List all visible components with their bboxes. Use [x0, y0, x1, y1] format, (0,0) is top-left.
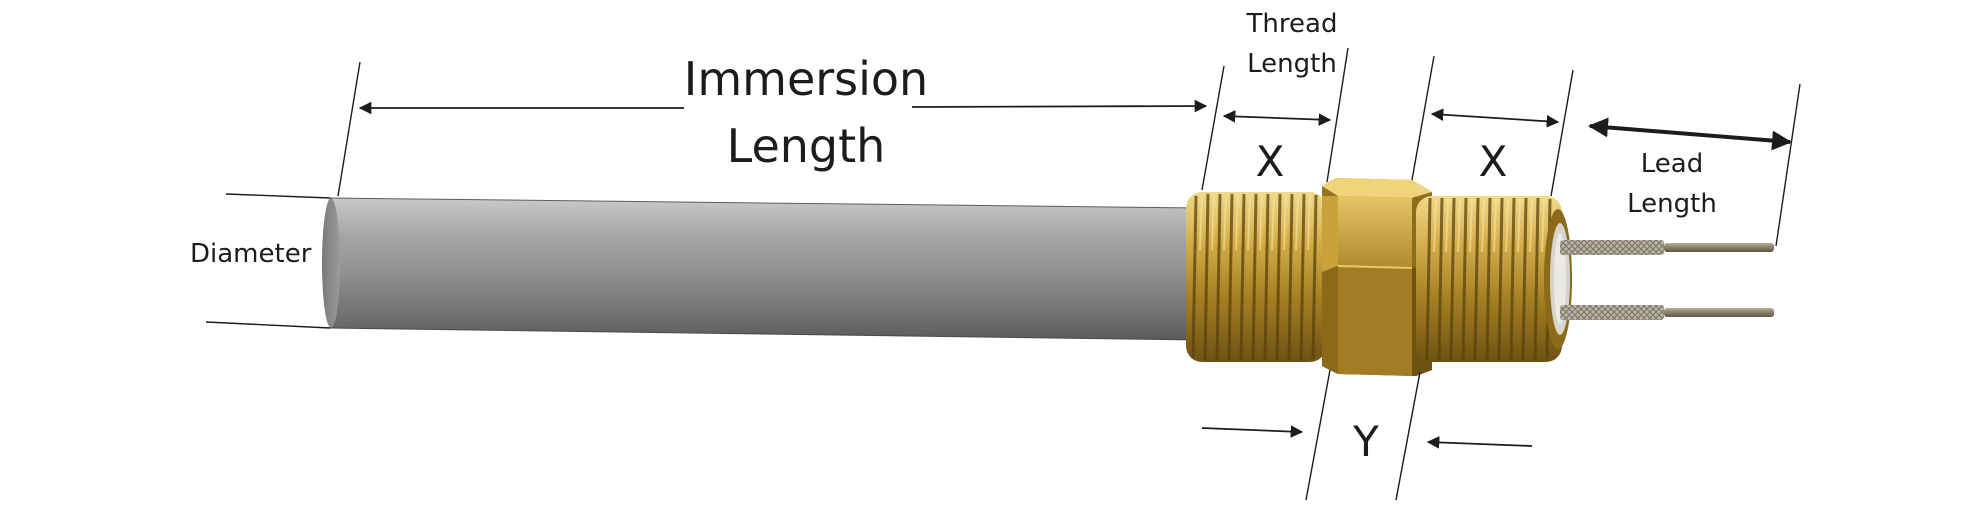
y-right-extension-line — [1395, 371, 1421, 501]
diameter-bottom-extension-line — [205, 321, 331, 329]
y-arrow-left — [1201, 425, 1304, 438]
y-left-extension-line — [1305, 369, 1331, 501]
lead-length-label-line1: Lead — [1641, 149, 1703, 179]
right-x-arrow — [1430, 108, 1560, 128]
y-label: Y — [1352, 417, 1379, 466]
thread-length-label-line1: Thread — [1246, 9, 1338, 39]
immersion-length-label-line1: Immersion — [684, 52, 928, 106]
diameter-label: Diameter — [190, 239, 312, 269]
thread-left-extension-line — [1201, 65, 1225, 191]
immersion-arrow-right — [911, 99, 1208, 113]
right-x-left-extension-line — [1411, 55, 1435, 181]
lead-wires — [1560, 240, 1774, 320]
right-x-label: X — [1479, 137, 1508, 186]
right-thread — [1416, 196, 1572, 362]
thread-right-extension-line — [1326, 47, 1349, 183]
extension-lines — [205, 47, 1801, 501]
thread-length-arrow — [1222, 110, 1332, 126]
diameter-top-extension-line — [225, 193, 331, 199]
immersion-length-label-line2: Length — [727, 119, 886, 173]
lead-length-arrow — [1588, 117, 1792, 151]
immersion-left-extension-line — [337, 61, 361, 197]
thread-length-label-line2: Length — [1247, 49, 1337, 79]
lead-length-label-line2: Length — [1627, 189, 1717, 219]
lead-end-extension-line — [1775, 83, 1801, 247]
right-x-right-extension-line — [1550, 69, 1574, 197]
left-thread — [1186, 192, 1326, 362]
hex-nut — [1322, 178, 1432, 376]
heater-sheath — [322, 197, 1201, 341]
left-x-label: X — [1256, 137, 1285, 186]
y-arrow-right — [1426, 436, 1533, 449]
